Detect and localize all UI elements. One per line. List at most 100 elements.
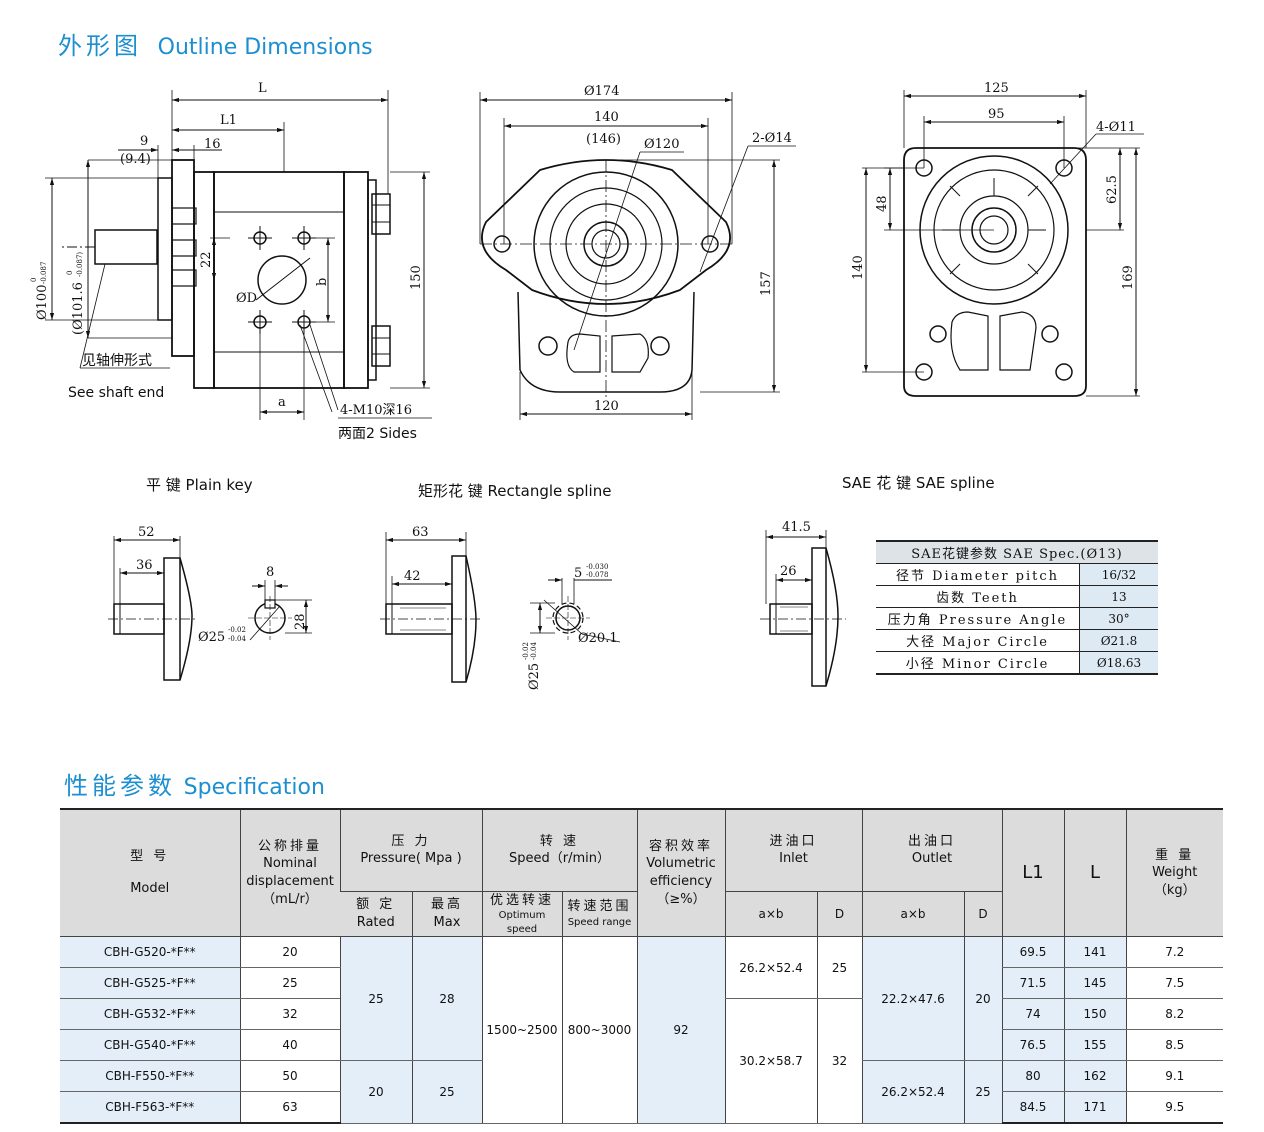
- col-L1: L1: [1001, 808, 1064, 938]
- col-disp-cn: 公称排量: [257, 838, 322, 854]
- outline-title-cn: 外形图: [58, 32, 142, 60]
- col-displacement: 公称排量 Nominal displacement （mL/r）: [239, 808, 340, 938]
- outlet-axb-cell: 26.2×52.4: [861, 1060, 964, 1124]
- weight-cell: 9.1: [1125, 1060, 1223, 1093]
- opt-speed-cell: 1500~2500: [481, 936, 562, 1124]
- shaft-end-label-cn: 见轴伸形式: [82, 353, 152, 369]
- dim-48: 48: [875, 195, 890, 212]
- dim-95: 95: [988, 107, 1005, 122]
- rect-spline-title: 矩形花 键 Rectangle spline: [418, 482, 611, 500]
- dim-dia25-spline-tol-lo: -0.04: [530, 642, 538, 660]
- spec-title-en: Specification: [183, 775, 325, 800]
- col-disp-en1: Nominal: [263, 856, 317, 872]
- model-cell: CBH-G532-*F**: [60, 998, 240, 1031]
- model-cell: CBH-G540-*F**: [60, 1029, 240, 1062]
- col-speed-en: Speed（r/min）: [509, 851, 610, 867]
- col-outlet-D: D: [963, 891, 1002, 938]
- plain-key-detail: 平 键 Plain key 52 36 8 28 Ø25 -0.02 -0.04: [108, 476, 312, 681]
- col-max-en: Max: [433, 914, 461, 930]
- dim-63: 63: [412, 525, 429, 540]
- sae-spec-table: SAE花键参数 SAE Spec.(Ø13) 径节 Diameter pitch…: [876, 540, 1158, 675]
- rated-cell: 25: [339, 936, 412, 1062]
- outlet-axb-cell: 22.2×47.6: [861, 936, 964, 1062]
- model-cell: CBH-F550-*F**: [60, 1060, 240, 1093]
- disp-cell: 40: [239, 1029, 340, 1062]
- col-max-cn: 最高: [430, 897, 463, 913]
- dim-140-sae: 140: [851, 255, 866, 280]
- dim-5: 5: [574, 566, 582, 581]
- dim-b: b: [315, 278, 330, 286]
- L-cell: 162: [1063, 1060, 1126, 1093]
- L1-cell: 80: [1001, 1060, 1064, 1093]
- table-row: CBH-F550-*F** 50 20 25 26.2×52.4 25 80 1…: [60, 1060, 1223, 1124]
- inlet-axb-cell: 26.2×52.4: [724, 936, 817, 1000]
- col-inlet-axb: a×b: [724, 891, 817, 938]
- dim-120-front: 120: [594, 399, 619, 414]
- dim-dia1016-tol-hi: 0: [66, 271, 74, 275]
- disp-cell: 63: [239, 1091, 340, 1125]
- weight-cell: 7.2: [1125, 936, 1223, 969]
- dim-dia25-key: Ø25: [198, 630, 225, 645]
- dim-a: a: [278, 395, 286, 410]
- L1-cell: 71.5: [1001, 967, 1064, 1000]
- L-cell: 171: [1063, 1091, 1126, 1125]
- outline-title-en: Outline Dimensions: [157, 35, 373, 60]
- rect-spline-detail: 矩形花 键 Rectangle spline 63 42 5 -0.030 -0…: [380, 482, 621, 690]
- dim-L1: L1: [220, 113, 237, 128]
- shaft-end-label-en: See shaft end: [68, 385, 164, 401]
- dim-150: 150: [409, 265, 424, 290]
- dim-26: 26: [780, 564, 797, 579]
- sae-spec-value: 13: [1079, 585, 1158, 608]
- dim-62-5: 62.5: [1105, 175, 1120, 204]
- weight-cell: 8.5: [1125, 1029, 1223, 1062]
- dim-42: 42: [404, 569, 421, 584]
- inlet-D-cell: 25: [816, 936, 862, 1000]
- sae-spec-value: 30°: [1079, 607, 1158, 630]
- spec-title-cn: 性能参数: [64, 772, 176, 800]
- outline-title: 外形图 Outline Dimensions: [58, 26, 373, 61]
- weight-cell: 7.5: [1125, 967, 1223, 1000]
- col-outlet-axb: a×b: [861, 891, 964, 938]
- weight-cell: 9.5: [1125, 1091, 1223, 1125]
- dim-9-4: (9.4): [120, 152, 151, 167]
- table-row: CBH-F563-*F** 63 84.5 171 9.5: [60, 1091, 1223, 1125]
- two-sides-label: 两面2 Sides: [338, 426, 417, 442]
- col-pressure: 压 力 Pressure( Mpa ): [339, 808, 482, 892]
- disp-cell: 50: [239, 1060, 340, 1093]
- dim-m10: 4-M10深16: [340, 403, 412, 418]
- outline-drawing: L L1 9 (9.4) 16 Ø100 0 -0.087 (Ø101.6 0 …: [30, 81, 1144, 690]
- sae-spec-key: 径节 Diameter pitch: [876, 563, 1080, 586]
- L-cell: 145: [1063, 967, 1126, 1000]
- col-disp-unit: （mL/r）: [262, 891, 318, 907]
- outlet-D-cell: 20: [963, 936, 1002, 1062]
- dim-dia100: Ø100: [35, 285, 50, 320]
- col-range-en: Speed range: [567, 916, 632, 928]
- dim-52: 52: [138, 525, 155, 540]
- dim-L: L: [258, 81, 267, 96]
- L1-cell: 74: [1001, 998, 1064, 1031]
- dim-2-14: 2-Ø14: [752, 131, 792, 146]
- col-L: L: [1063, 808, 1126, 938]
- plain-key-title: 平 键 Plain key: [146, 476, 253, 494]
- outlet-D-cell: 25: [963, 1060, 1002, 1124]
- col-model-en: Model: [130, 881, 170, 897]
- L-cell: 155: [1063, 1029, 1126, 1062]
- dim-dia25-key-tol-lo: -0.04: [228, 635, 246, 643]
- table-row: CBH-G525-*F** 25 71.5 145 7.5: [60, 967, 1223, 1000]
- col-opt-en: Optimum speed: [498, 910, 546, 935]
- col-inlet-en: Inlet: [779, 851, 808, 867]
- sae-spec-value: 16/32: [1079, 563, 1158, 586]
- dim-dia25-spline-tol-hi: -0.02: [522, 642, 530, 660]
- dim-dia1016: (Ø101.6: [71, 282, 86, 335]
- sae-spec-key: 大径 Major Circle: [876, 629, 1080, 652]
- col-speed-cn: 转 速: [539, 833, 580, 849]
- sae-spec-header: SAE花键参数 SAE Spec.(Ø13): [876, 540, 1158, 564]
- col-model-cn: 型 号: [130, 849, 170, 865]
- col-eff-unit: （≥%）: [656, 891, 706, 907]
- col-inlet: 进油口 Inlet: [724, 808, 862, 892]
